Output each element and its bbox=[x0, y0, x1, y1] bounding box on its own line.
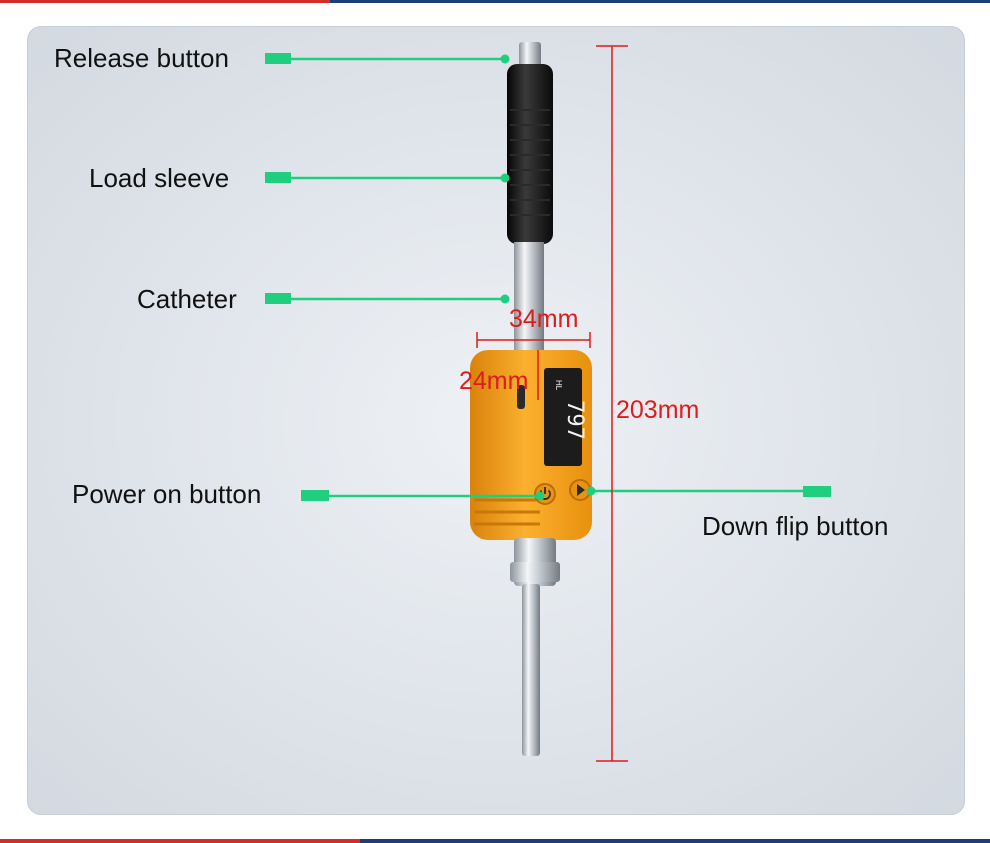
catheter-marker bbox=[265, 293, 291, 304]
display-screen bbox=[544, 368, 582, 466]
power-on-marker bbox=[301, 490, 329, 501]
load-sleeve-grip-lines bbox=[510, 109, 550, 216]
dimension-length: 203mm bbox=[616, 396, 700, 424]
down-flip-marker bbox=[803, 486, 831, 497]
callout-release-button: Release button bbox=[54, 43, 229, 73]
play-triangle-icon bbox=[577, 484, 585, 496]
probe-rod bbox=[522, 584, 540, 756]
release-button-marker bbox=[265, 53, 291, 64]
callout-power-on-button: Power on button bbox=[72, 479, 262, 509]
top-accent-blue bbox=[330, 0, 990, 3]
dimension-width: 34mm bbox=[509, 305, 579, 333]
catheter-tube bbox=[514, 242, 544, 354]
callout-catheter: Catheter bbox=[137, 284, 237, 314]
dimension-depth: 24mm bbox=[459, 367, 529, 395]
grip-ridges bbox=[474, 498, 540, 526]
display-reading: 797 bbox=[562, 400, 587, 440]
bottom-accent-blue bbox=[360, 839, 990, 843]
load-sleeve-marker bbox=[265, 172, 291, 183]
top-accent-red bbox=[0, 0, 330, 3]
callout-down-flip-button: Down flip button bbox=[702, 511, 889, 541]
body-slot bbox=[517, 385, 525, 409]
bottom-accent-red bbox=[0, 839, 360, 843]
display-unit: HL bbox=[554, 380, 563, 391]
callout-load-sleeve: Load sleeve bbox=[89, 163, 230, 193]
release-button-cap bbox=[519, 42, 541, 66]
